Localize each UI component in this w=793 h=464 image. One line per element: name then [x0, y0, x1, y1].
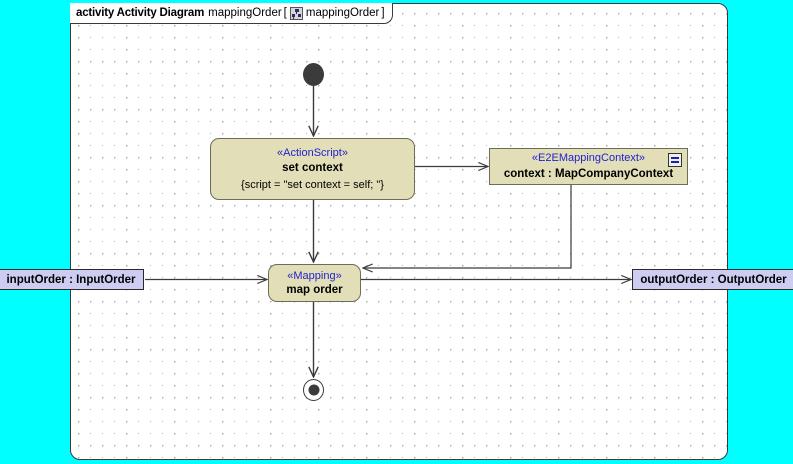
canvas-grid	[71, 4, 727, 459]
frame-qualifier-name: mappingOrder	[305, 7, 380, 19]
action-node-map-order[interactable]: «Mapping» map order	[268, 264, 361, 302]
context-object-stereotype: «E2EMappingContext»	[531, 152, 646, 164]
action-node-set-context[interactable]: «ActionScript» set context {script = "se…	[210, 138, 415, 200]
object-node-context[interactable]: «E2EMappingContext» context : MapCompany…	[489, 148, 688, 185]
map-order-stereotype: «Mapping»	[287, 269, 342, 282]
set-context-stereotype: «ActionScript»	[277, 147, 348, 159]
frame-bracket-close: ]	[381, 7, 385, 19]
frame-bracket-open: [	[283, 7, 287, 19]
frame-header-tab[interactable]: activity Activity Diagram mappingOrder […	[70, 3, 393, 24]
list-lines-icon	[668, 153, 682, 167]
set-context-name: set context	[282, 162, 343, 174]
activity-diagram-icon	[289, 6, 303, 20]
set-context-script: {script = "set context = self; "}	[241, 179, 384, 191]
initial-node[interactable]	[303, 63, 324, 86]
output-pin-outputorder[interactable]: outputOrder : OutputOrder	[632, 269, 793, 290]
context-object-name: context : MapCompanyContext	[503, 168, 674, 180]
diagram-frame	[70, 3, 728, 460]
map-order-name: map order	[286, 283, 343, 296]
input-pin-inputorder[interactable]: inputOrder : InputOrder	[0, 269, 144, 290]
frame-kind-label: activity Activity Diagram	[76, 7, 205, 19]
frame-diagram-name: mappingOrder	[208, 7, 282, 19]
activity-final-node[interactable]	[303, 379, 324, 401]
